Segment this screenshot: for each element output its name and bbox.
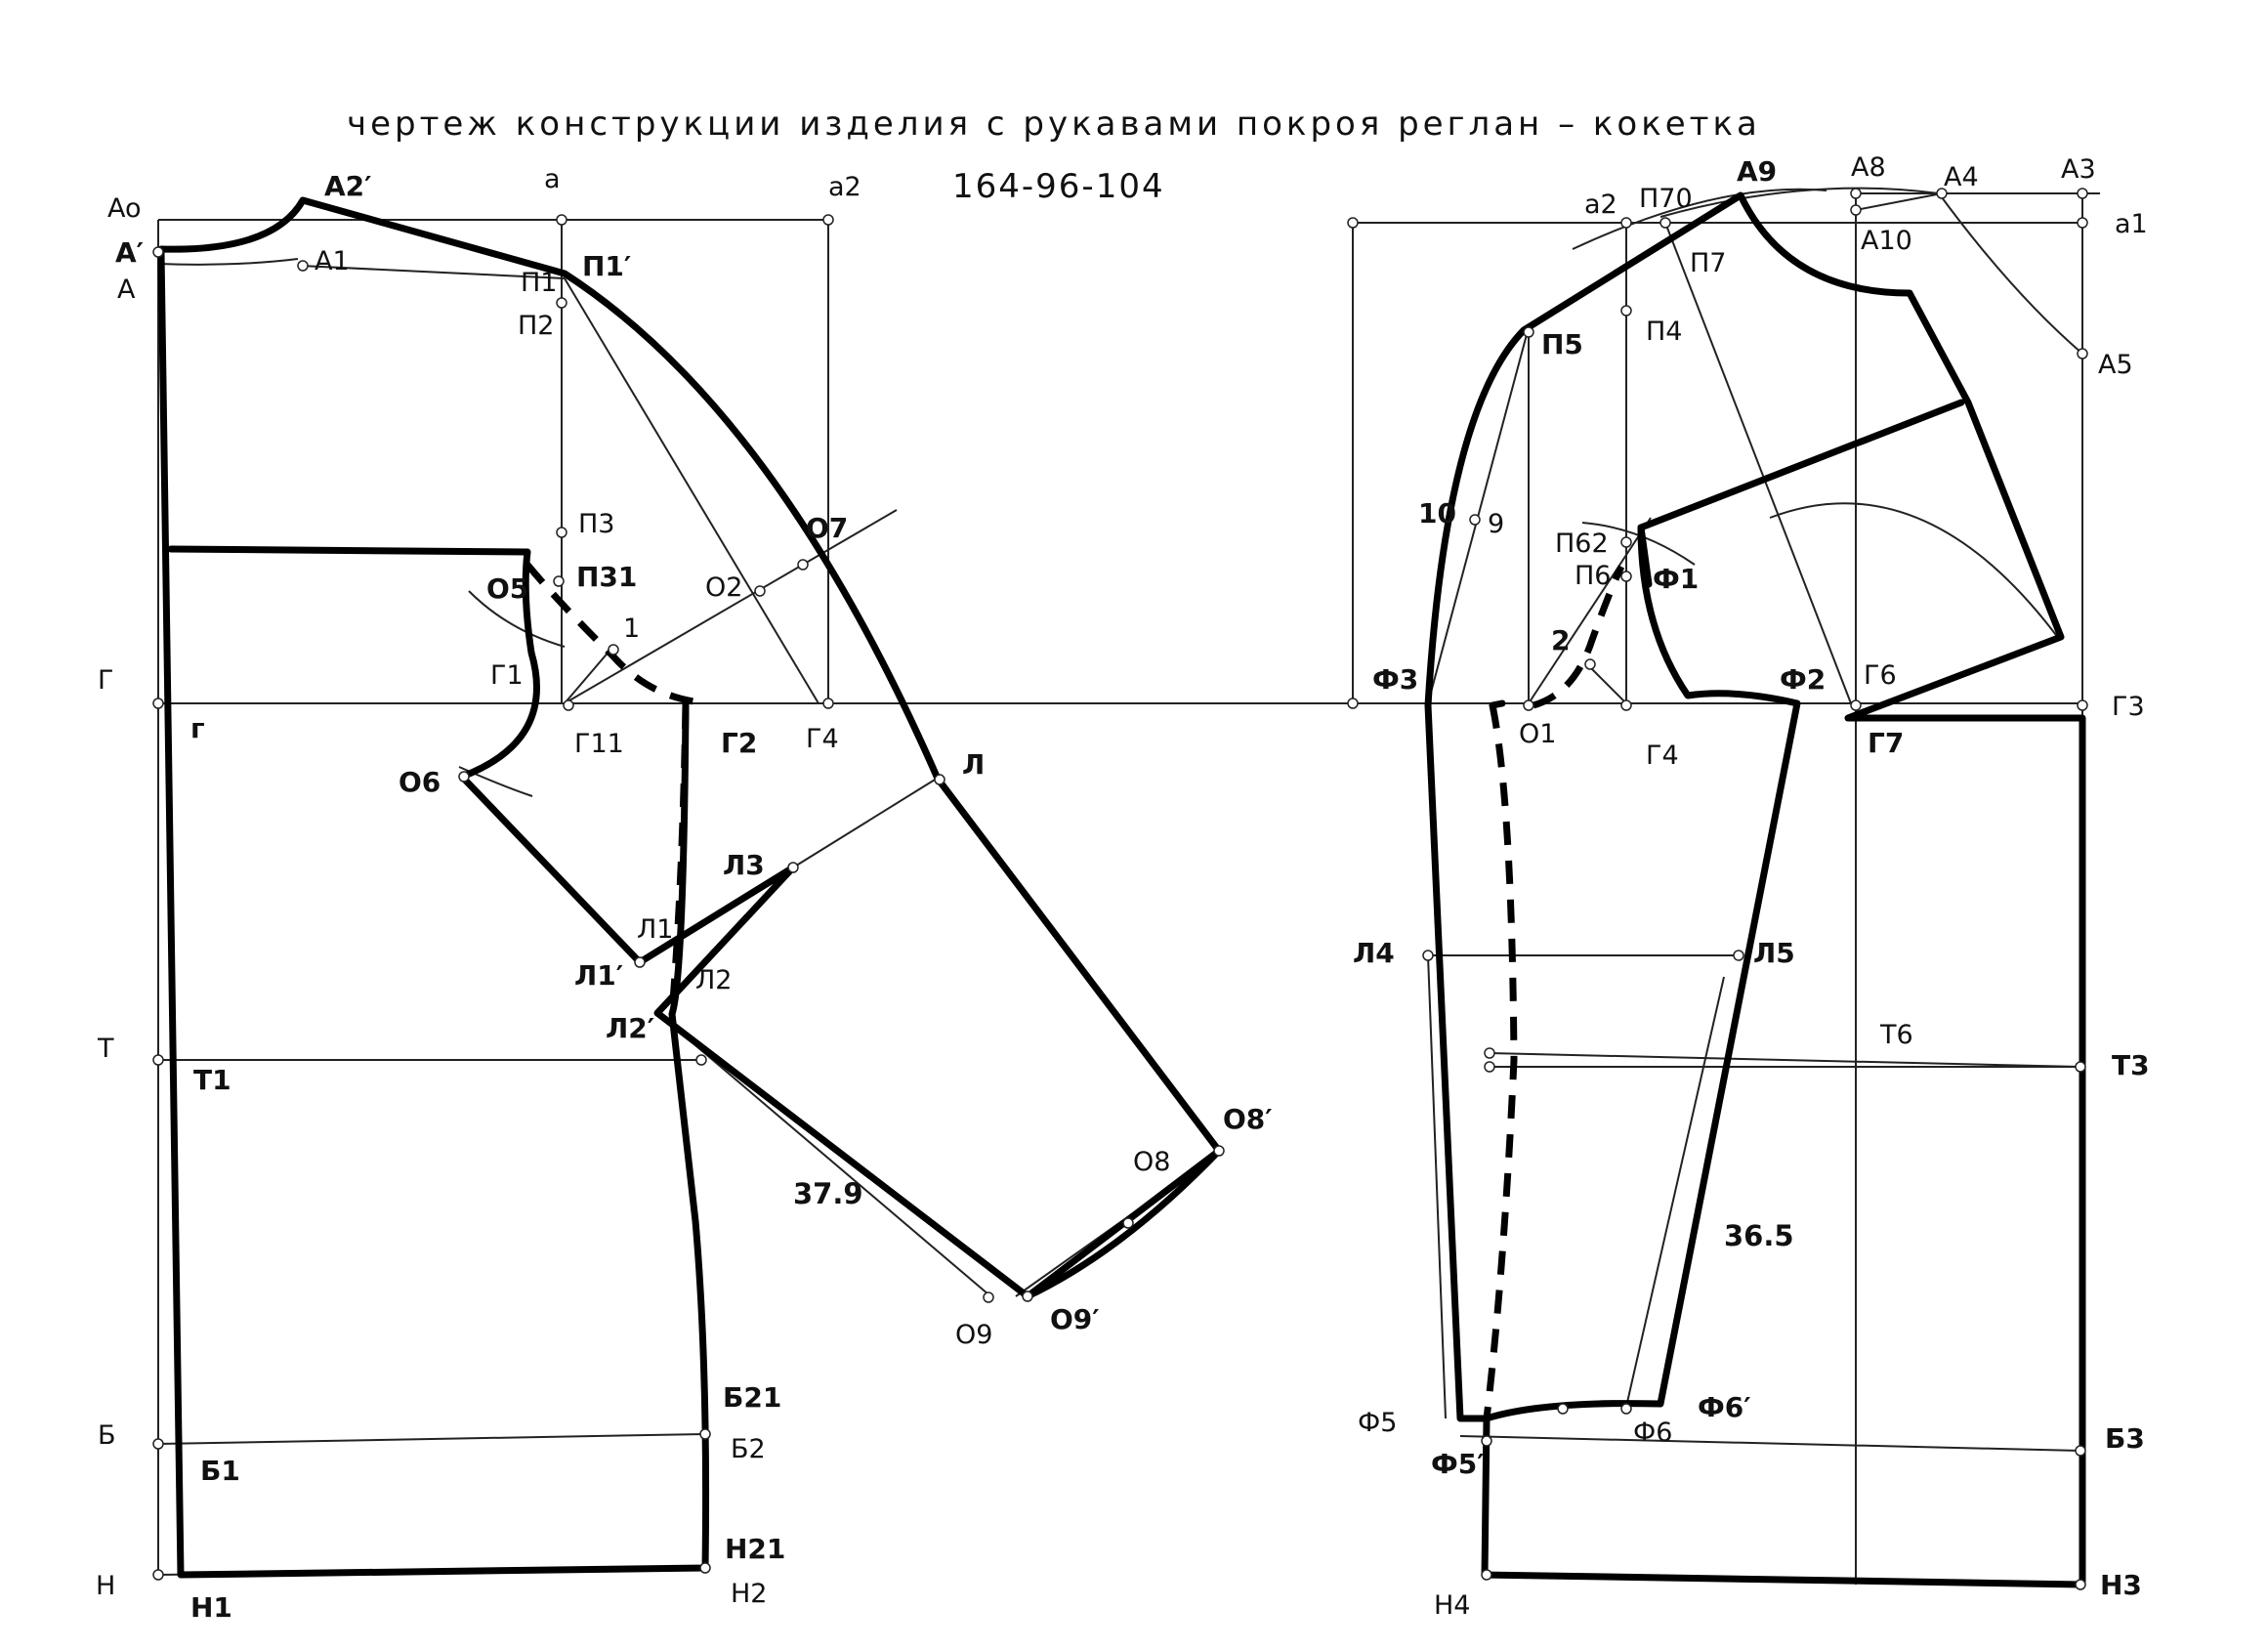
label-A8: A8 xyxy=(1851,152,1886,183)
label-P70: П70 xyxy=(1639,184,1693,214)
label-L1: Л1 xyxy=(637,914,673,945)
label-H4: Н4 xyxy=(1434,1590,1470,1621)
back-point-labels: Ao A′ A A1 A2′ a a2 П1 П1′ П2 П3 П31 O5 … xyxy=(96,164,1273,1624)
label-G4: Г4 xyxy=(806,724,839,754)
measurement-front-sleeve: 36.5 xyxy=(1724,1219,1794,1252)
label-F6: Ф6 xyxy=(1633,1417,1672,1448)
label-L4: Л4 xyxy=(1353,937,1395,969)
label-G3: Г3 xyxy=(2112,692,2145,722)
label-P5: П5 xyxy=(1541,328,1583,360)
measurement-back-sleeve: 37.9 xyxy=(793,1177,863,1210)
back-pattern-outline xyxy=(157,196,1223,1579)
label-T: T xyxy=(97,1034,114,1064)
label-P1-prime: П1′ xyxy=(582,250,631,282)
label-P3: П3 xyxy=(578,509,614,539)
drawing-title: чертеж конструкции изделия с рукавами по… xyxy=(347,105,1761,144)
label-F2: Ф2 xyxy=(1780,663,1826,696)
label-Ao: Ao xyxy=(107,193,142,224)
label-g: г xyxy=(190,712,205,744)
label-A2-prime: A2′ xyxy=(324,170,372,202)
label-P1: П1 xyxy=(521,268,557,298)
label-G11: Г11 xyxy=(574,729,624,759)
label-L3: Л3 xyxy=(723,849,765,881)
label-a1: a1 xyxy=(2115,209,2148,239)
label-O2: O2 xyxy=(705,572,742,603)
label-A3: A3 xyxy=(2061,154,2096,185)
label-O8: O8 xyxy=(1133,1147,1170,1177)
label-H2: Н2 xyxy=(731,1579,767,1609)
label-L1-prime: Л1′ xyxy=(574,959,623,992)
label-a2-front: a2 xyxy=(1584,190,1617,220)
label-L2: Л2 xyxy=(695,965,732,995)
label-L5: Л5 xyxy=(1753,937,1795,969)
label-P62: П62 xyxy=(1555,529,1609,559)
label-O8-prime: O8′ xyxy=(1223,1103,1273,1135)
label-P7: П7 xyxy=(1690,248,1726,278)
label-9: 9 xyxy=(1488,509,1504,539)
label-2: 2 xyxy=(1551,624,1570,656)
label-A: A xyxy=(117,275,136,305)
label-L: Л xyxy=(962,748,985,781)
label-A4: A4 xyxy=(1944,162,1979,192)
front-point-labels: A9 A8 A4 A3 a2 П70 a1 A10 П7 П5 П4 A5 10… xyxy=(1353,152,2150,1621)
label-O5: O5 xyxy=(486,572,528,605)
label-B: Б xyxy=(98,1420,116,1451)
front-construction-lines xyxy=(1352,187,2100,1585)
label-B2: Б2 xyxy=(731,1434,766,1464)
label-O9: O9 xyxy=(955,1320,992,1350)
label-P6: П6 xyxy=(1575,561,1611,591)
label-B1: Б1 xyxy=(200,1455,240,1487)
label-a2: a2 xyxy=(828,172,861,202)
label-G6: Г6 xyxy=(1864,660,1897,691)
label-O1: O1 xyxy=(1519,719,1556,749)
label-A5: A5 xyxy=(2098,350,2133,380)
label-G: Г xyxy=(98,665,113,696)
label-L2-prime: Л2′ xyxy=(606,1012,654,1044)
label-10: 10 xyxy=(1418,497,1456,529)
label-H1: Н1 xyxy=(190,1591,232,1624)
back-construction-lines xyxy=(157,219,1353,1576)
label-G7: Г7 xyxy=(1868,727,1904,759)
label-A10: A10 xyxy=(1861,226,1912,256)
reference-points xyxy=(152,188,2088,1590)
label-1: 1 xyxy=(623,613,640,644)
label-P31: П31 xyxy=(576,561,637,593)
label-T6: T6 xyxy=(1879,1020,1913,1050)
label-H21: Н21 xyxy=(725,1533,785,1565)
front-pattern-outline xyxy=(1424,191,2086,1588)
label-O6: O6 xyxy=(399,766,441,798)
label-F1: Ф1 xyxy=(1653,563,1699,595)
label-F5: Ф5 xyxy=(1358,1408,1397,1438)
label-P2: П2 xyxy=(518,311,554,341)
label-A1: A1 xyxy=(315,246,350,276)
label-F3: Ф3 xyxy=(1372,663,1418,696)
size-code: 164-96-104 xyxy=(952,167,1165,206)
label-a: a xyxy=(544,164,561,194)
label-B21: Б21 xyxy=(723,1381,781,1414)
label-H3: Н3 xyxy=(2100,1569,2142,1601)
label-A9: A9 xyxy=(1737,155,1777,188)
label-P4: П4 xyxy=(1646,317,1682,347)
label-O9-prime: O9′ xyxy=(1050,1303,1100,1335)
label-G4-front: Г4 xyxy=(1646,740,1679,771)
label-O7: O7 xyxy=(806,512,848,544)
label-A-prime: A′ xyxy=(115,236,144,269)
label-G2: Г2 xyxy=(721,727,757,759)
label-F5-prime: Ф5′ xyxy=(1431,1448,1485,1480)
label-G1: Г1 xyxy=(490,660,524,691)
label-T3: T3 xyxy=(2112,1049,2150,1081)
label-F6-prime: Ф6′ xyxy=(1698,1391,1751,1423)
label-T1: T1 xyxy=(193,1064,231,1096)
label-H: Н xyxy=(96,1571,115,1601)
label-B3: Б3 xyxy=(2105,1422,2145,1455)
